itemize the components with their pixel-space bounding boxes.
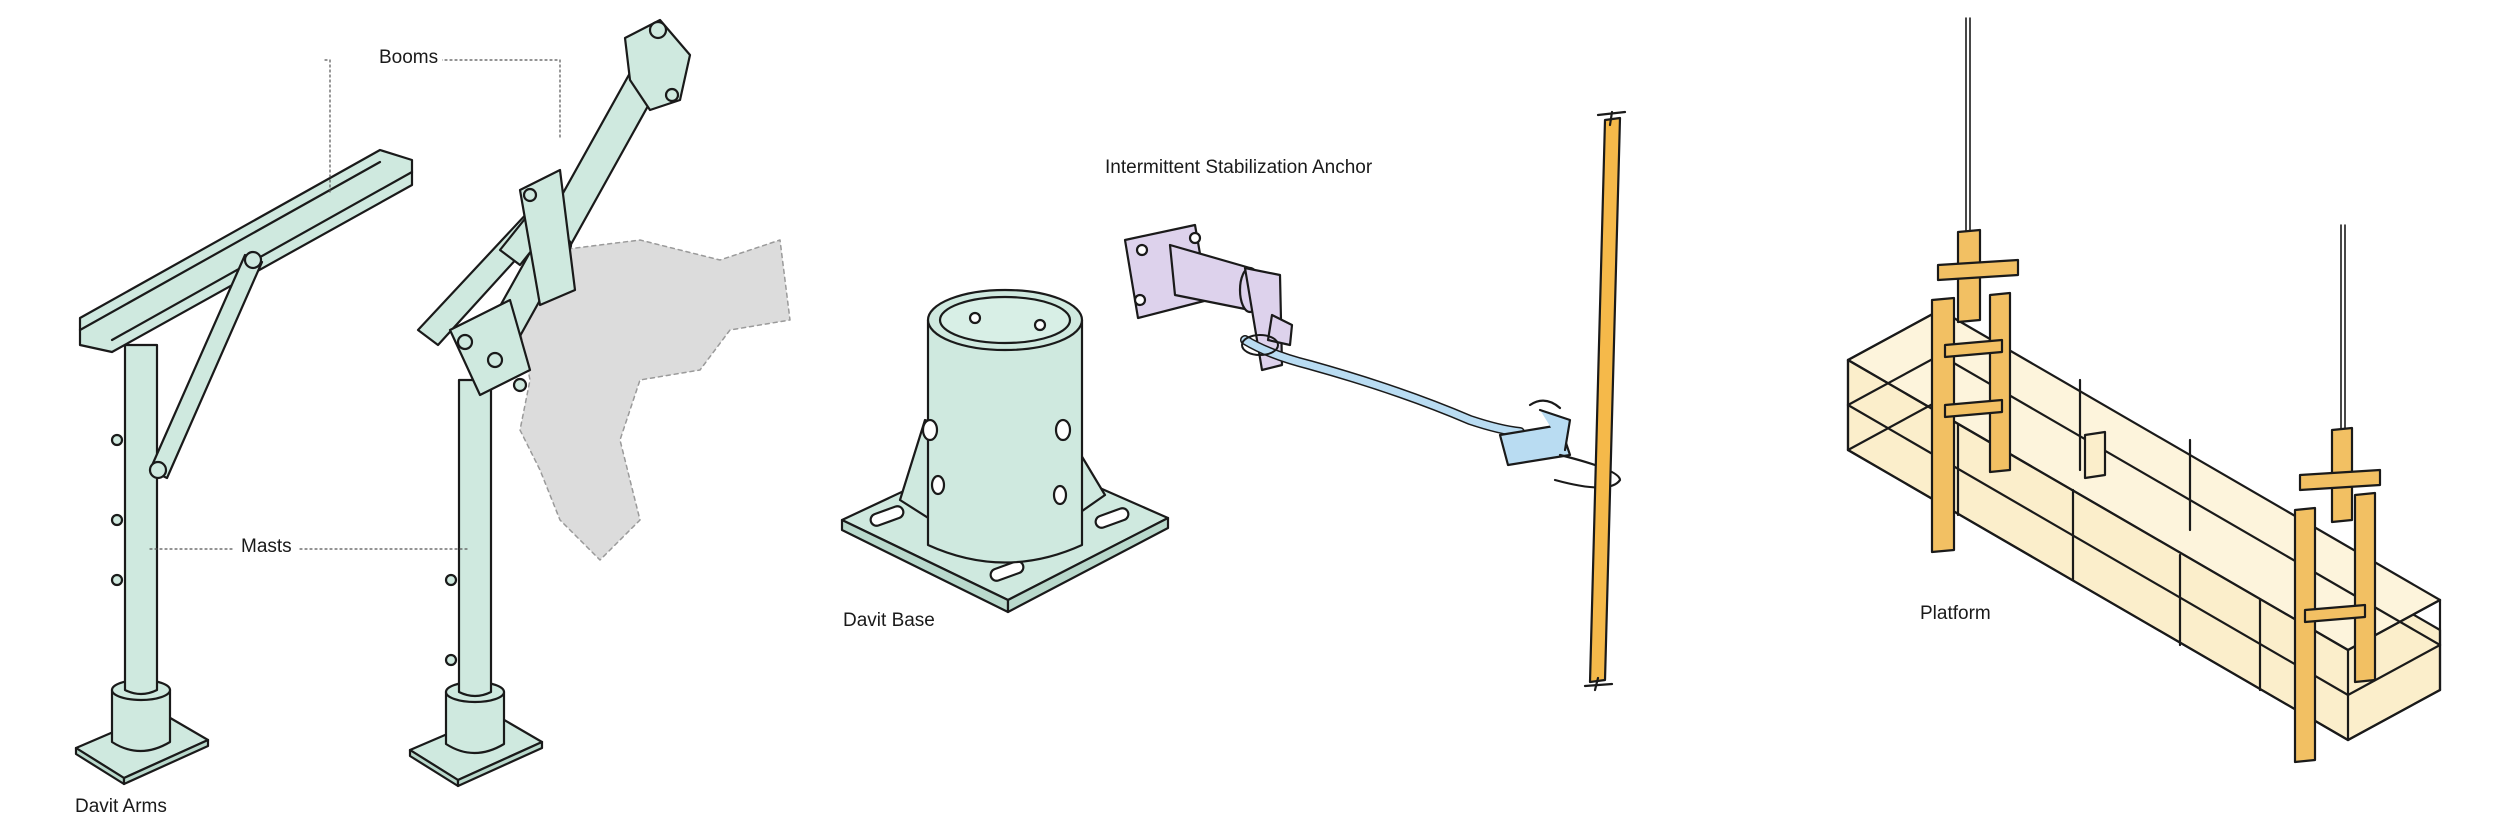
davit-arm-left-mast xyxy=(123,343,159,696)
label-davit-base: Davit Base xyxy=(843,610,935,631)
label-masts: Masts xyxy=(237,536,296,558)
davit-base xyxy=(840,288,1170,614)
davit-arm-left xyxy=(74,148,414,786)
label-davit-arms: Davit Arms xyxy=(75,796,167,817)
label-booms: Booms xyxy=(375,47,443,69)
mullion xyxy=(1583,110,1627,692)
platform xyxy=(1846,17,2442,764)
label-platform: Platform xyxy=(1920,603,1991,624)
stabilization-anchor xyxy=(1123,223,1622,489)
davit-arm-left-boom xyxy=(78,148,414,354)
booms-leader xyxy=(324,59,561,196)
davit-arm-shadow xyxy=(519,239,791,561)
davit-arm-right-mast xyxy=(457,378,493,698)
davit-arm-right xyxy=(408,18,791,788)
label-anchor: Intermittent Stabilization Anchor xyxy=(1105,157,1373,178)
